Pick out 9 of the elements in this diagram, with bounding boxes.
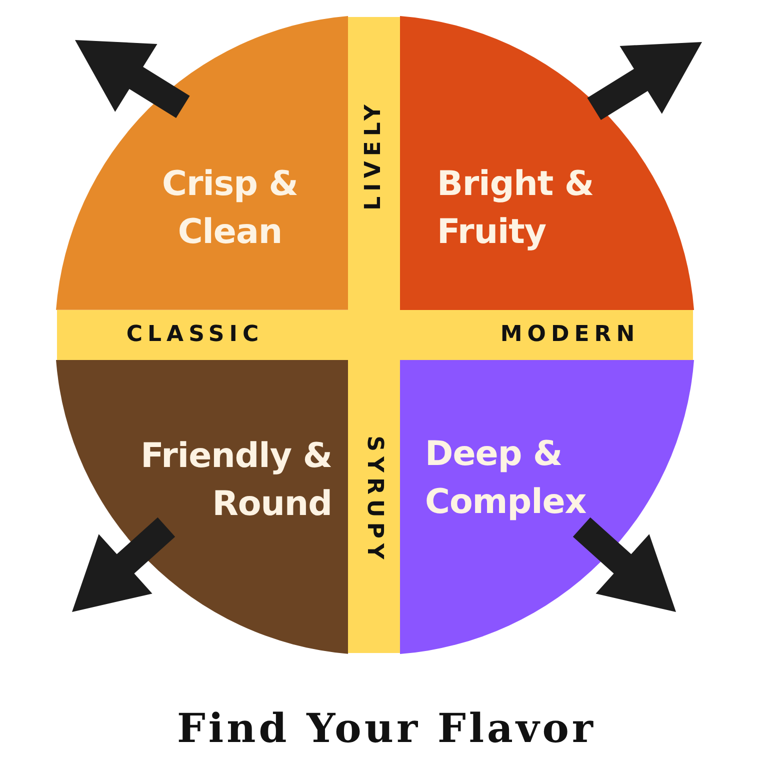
quadrant-label: Bright & Fruity: [437, 162, 595, 254]
title: Find Your Flavor: [177, 705, 596, 752]
axis-label: CLASSIC: [126, 322, 264, 348]
quadrant-label: Deep & Complex: [425, 433, 588, 524]
quadrant-label: Friendly & Round: [140, 435, 332, 526]
axis-label: LIVELY: [361, 100, 387, 210]
quadrant-label: Crisp & Clean: [161, 162, 299, 254]
axis-label: MODERN: [500, 322, 640, 348]
axis-label: SYRUPY: [361, 436, 387, 564]
